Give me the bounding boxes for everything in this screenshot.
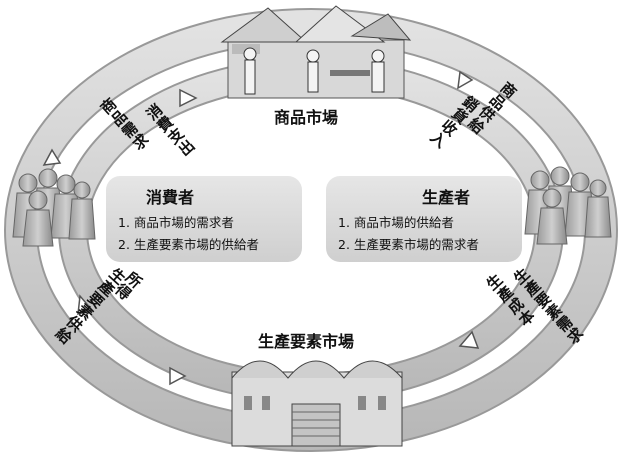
consumer-title: 消費者 <box>146 188 195 207</box>
consumer-crowd-icon <box>12 168 96 247</box>
producer-item-1: 1. 商品市場的供給者 <box>338 215 454 230</box>
consumer-item-2: 2. 生產要素市場的供給者 <box>118 237 259 252</box>
goods-market-label: 商品市場 <box>270 104 343 128</box>
consumer-box: 消費者 1. 商品市場的需求者 2. 生產要素市場的供給者 <box>106 176 302 262</box>
consumer-item-1: 1. 商品市場的需求者 <box>118 215 234 230</box>
factor-market-label: 生產要素市場 <box>254 328 359 352</box>
market-stall-icon <box>220 5 412 99</box>
producer-title: 生產者 <box>422 188 471 207</box>
producer-box: 生產者 1. 商品市場的供給者 2. 生產要素市場的需求者 <box>326 176 522 262</box>
producer-item-2: 2. 生產要素市場的需求者 <box>338 237 479 252</box>
producer-crowd-icon <box>524 166 612 245</box>
factory-icon <box>231 360 403 447</box>
